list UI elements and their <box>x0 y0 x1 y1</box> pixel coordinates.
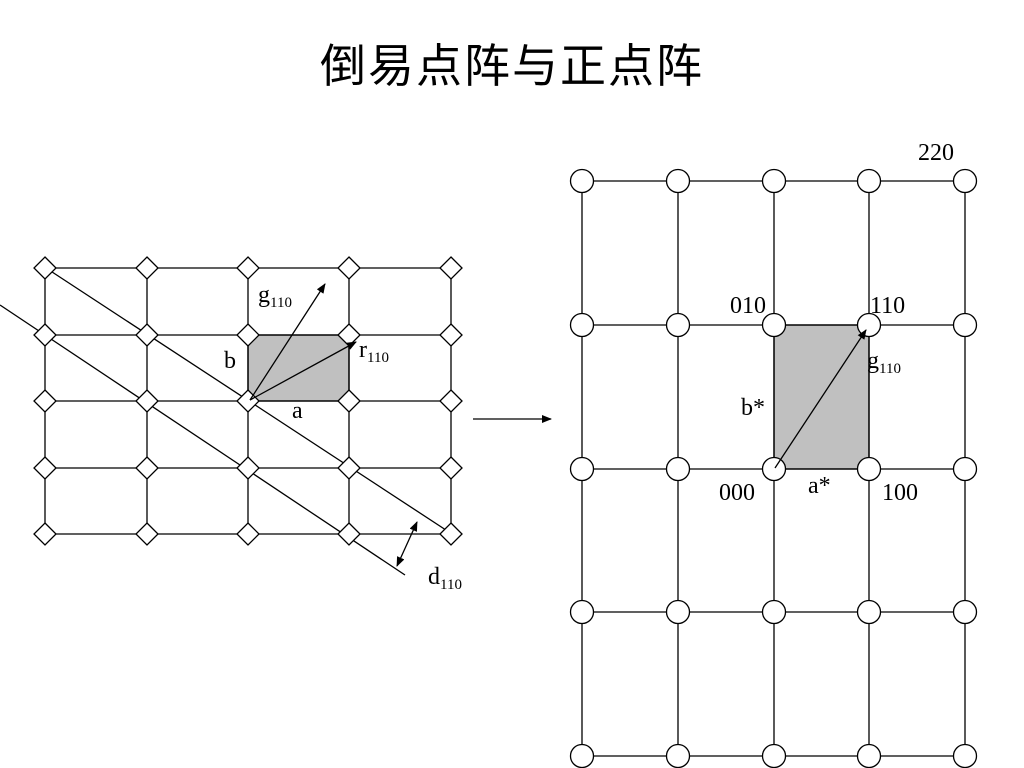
direct-lattice-node <box>236 323 260 347</box>
label-b: b <box>224 348 236 374</box>
reciprocal-lattice-node <box>665 456 691 482</box>
reciprocal-lattice-node <box>665 743 691 768</box>
direct-lattice-node <box>236 456 260 480</box>
direct-lattice-node <box>337 389 361 413</box>
direct-unit-cell <box>247 334 350 402</box>
direct-lattice-node <box>236 256 260 280</box>
reciprocal-lattice-node <box>665 168 691 194</box>
label-b-star: b* <box>741 395 765 421</box>
direct-lattice-node <box>135 256 159 280</box>
vector-r110 <box>249 341 357 401</box>
reciprocal-nodes <box>569 168 978 768</box>
label-g110-direct: g110 <box>258 282 292 311</box>
direct-lattice-node <box>439 389 463 413</box>
reciprocal-lattice-node <box>569 312 595 338</box>
label-110: 110 <box>870 293 905 319</box>
reciprocal-lattice-node <box>761 312 787 338</box>
vector-g110-reciprocal <box>774 329 867 469</box>
reciprocal-lattice-node <box>856 168 882 194</box>
reciprocal-lattice-node <box>761 599 787 625</box>
reciprocal-lattice-node <box>569 599 595 625</box>
label-a-star: a* <box>808 473 831 499</box>
direct-lattice-node <box>439 456 463 480</box>
direct-lattice-node <box>337 456 361 480</box>
label-010: 010 <box>730 293 766 319</box>
direct-lattice-node <box>33 256 57 280</box>
direct-lattice-node <box>33 456 57 480</box>
reciprocal-lattice-node <box>569 168 595 194</box>
page-title: 倒易点阵与正点阵 <box>320 39 704 93</box>
label-a: a <box>292 398 303 424</box>
direct-lattice-node <box>135 522 159 546</box>
direct-lattice-node <box>135 389 159 413</box>
direct-lattice-node <box>33 389 57 413</box>
spacing-d110-arrow <box>396 521 418 567</box>
direct-lattice: b a g110 r110 d110 <box>0 256 463 593</box>
reciprocal-lattice: 220 010 110 000 100 a* b* g110 <box>569 140 978 768</box>
direct-lattice-node <box>33 522 57 546</box>
label-g110-reciprocal: g110 <box>867 348 901 377</box>
reciprocal-lattice-node <box>569 743 595 768</box>
direct-nodes <box>33 256 463 546</box>
reciprocal-lattice-node <box>952 456 978 482</box>
direct-lattice-node <box>33 323 57 347</box>
direct-lattice-node <box>439 323 463 347</box>
reciprocal-lattice-node <box>952 168 978 194</box>
reciprocal-lattice-node <box>856 599 882 625</box>
direct-lattice-node <box>135 323 159 347</box>
reciprocal-lattice-node <box>856 743 882 768</box>
plane-110-lower <box>0 304 406 576</box>
reciprocal-lattice-node <box>761 456 787 482</box>
direct-lattice-node <box>337 522 361 546</box>
label-d110: d110 <box>428 564 462 593</box>
reciprocal-lattice-node <box>856 456 882 482</box>
label-r110: r110 <box>359 337 389 366</box>
reciprocal-lattice-node <box>952 312 978 338</box>
direct-lattice-node <box>439 256 463 280</box>
direct-lattice-node <box>337 256 361 280</box>
reciprocal-lattice-node <box>952 743 978 768</box>
direct-lattice-node <box>135 456 159 480</box>
label-220: 220 <box>918 140 954 166</box>
direct-lattice-node <box>439 522 463 546</box>
label-100: 100 <box>882 480 918 506</box>
reciprocal-lattice-node <box>952 599 978 625</box>
label-000: 000 <box>719 480 755 506</box>
reciprocal-lattice-node <box>761 743 787 768</box>
reciprocal-lattice-node <box>761 168 787 194</box>
reciprocal-lattice-node <box>665 312 691 338</box>
reciprocal-lattice-node <box>665 599 691 625</box>
vector-g110-direct <box>249 283 326 401</box>
reciprocal-lattice-node <box>569 456 595 482</box>
direct-lattice-node <box>236 522 260 546</box>
